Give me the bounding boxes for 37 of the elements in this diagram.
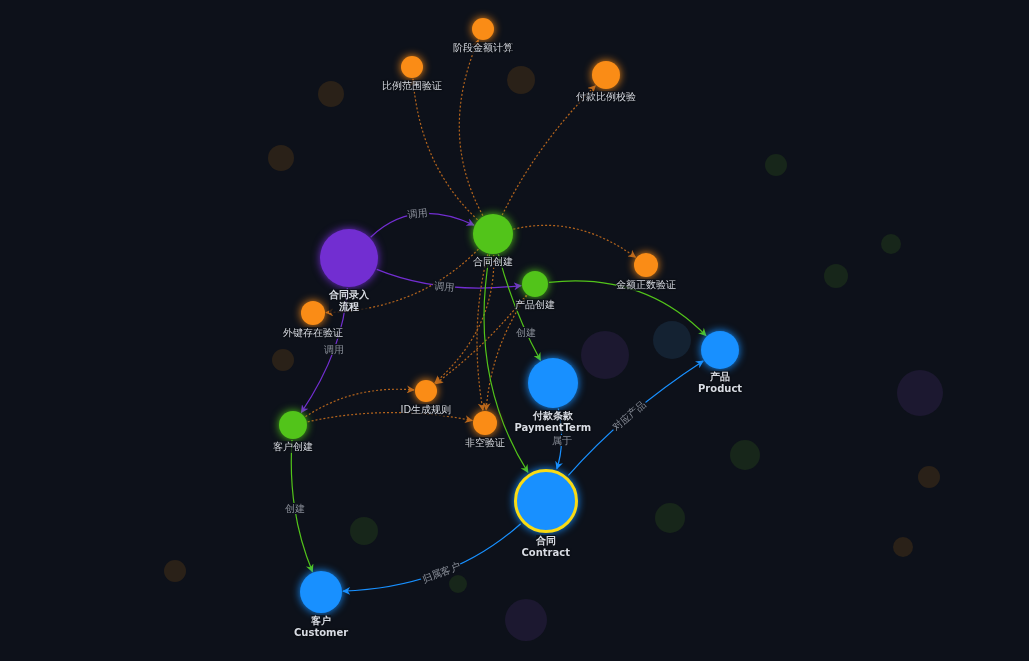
node-label: 外键存在验证 <box>283 327 343 339</box>
node-label: 客户创建 <box>273 441 313 453</box>
node-label: 合同 <box>536 535 556 547</box>
node-label: 金额正数验证 <box>616 279 676 291</box>
edge-label: 属于 <box>550 435 573 447</box>
arrow <box>325 248 479 317</box>
node-label: 客户 <box>311 615 331 627</box>
node-label: Contract <box>521 547 570 559</box>
edge-label: 调用 <box>323 344 346 356</box>
arrow <box>290 439 314 573</box>
arrow <box>512 224 637 258</box>
node-label: 产品 <box>710 371 730 383</box>
node-label: PaymentTerm <box>514 422 592 434</box>
arrow <box>307 411 473 424</box>
node-label: 产品创建 <box>515 299 555 311</box>
node-label: 非空验证 <box>465 437 505 449</box>
edge-label: 调用 <box>405 207 430 221</box>
arrow <box>434 294 527 385</box>
edge-label: 创建 <box>515 327 538 339</box>
node-label: 付款条款 <box>533 410 573 422</box>
arrow <box>476 253 489 411</box>
node-label: Product <box>698 383 743 395</box>
arrow <box>304 385 415 418</box>
node-label: 阶段金额计算 <box>453 42 513 54</box>
edge-label: 对应产品 <box>609 398 649 434</box>
node-label: Customer <box>294 627 349 639</box>
node-label: 合同录入流程 <box>329 289 369 313</box>
node-label: 比例范围验证 <box>382 80 442 92</box>
arrow <box>458 39 484 217</box>
arrow <box>482 294 528 411</box>
node-label: 合同创建 <box>473 256 513 268</box>
node-label: ID生成规则 <box>400 404 452 416</box>
arrow <box>434 254 495 384</box>
edge-label: 创建 <box>283 503 306 515</box>
edge-label: 调用 <box>432 279 456 293</box>
arrow <box>501 85 596 216</box>
node-label: 付款比例校验 <box>576 91 636 103</box>
